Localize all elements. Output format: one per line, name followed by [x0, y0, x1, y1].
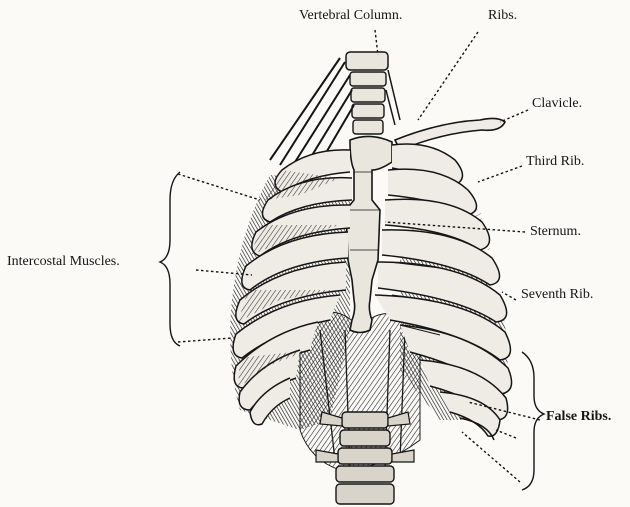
false-ribs-brace [522, 352, 544, 490]
intercostal-brace [160, 172, 180, 346]
leader-intercostal-3 [178, 338, 232, 342]
leader-false-ribs-2 [496, 430, 516, 438]
label-vertebral-column: Vertebral Column. [299, 9, 402, 23]
label-seventh-rib: Seventh Rib. [521, 288, 593, 302]
label-third-rib: Third Rib. [526, 155, 584, 169]
label-sternum: Sternum. [530, 225, 581, 239]
leader-ribs [418, 32, 478, 120]
leader-intercostal-1 [178, 174, 260, 200]
leader-third-rib [478, 166, 522, 182]
leader-false-ribs-3 [462, 432, 520, 482]
label-ribs: Ribs. [488, 9, 517, 23]
leader-clavicle [500, 110, 528, 122]
label-intercostal-muscles: Intercostal Muscles. [7, 255, 120, 269]
label-false-ribs: False Ribs. [546, 410, 611, 424]
leader-seventh-rib [502, 292, 516, 300]
label-clavicle: Clavicle. [532, 97, 582, 111]
